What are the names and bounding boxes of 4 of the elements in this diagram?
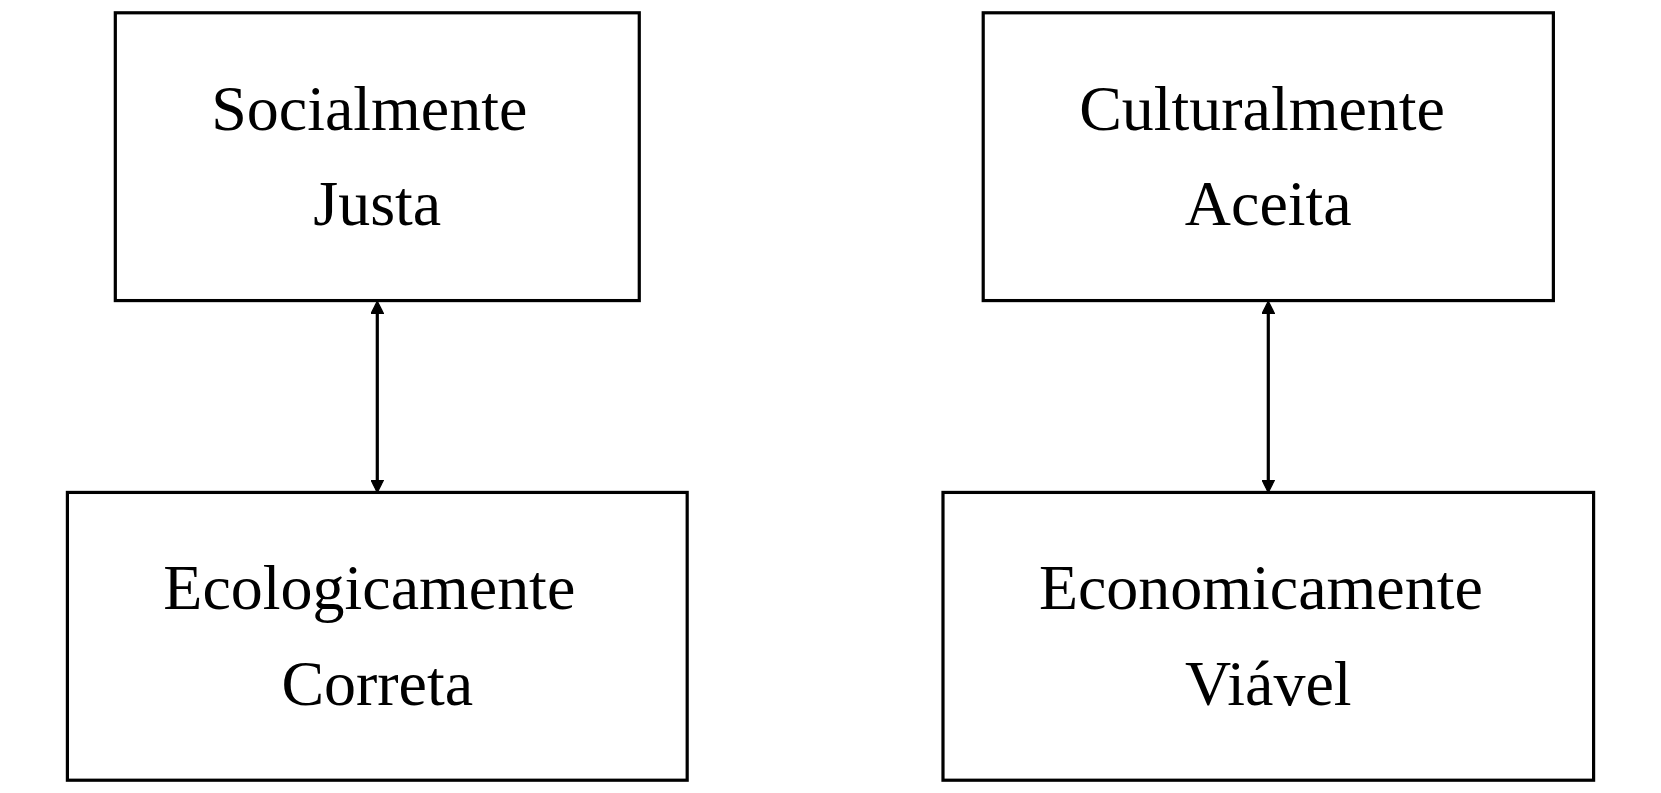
node-box: Socialmente Justa: [113, 11, 641, 303]
node-box: Culturalmente Aceita: [981, 11, 1555, 303]
node-box: Economicamente Viável: [941, 490, 1596, 782]
node-box: Ecologicamente Correta: [65, 490, 689, 782]
